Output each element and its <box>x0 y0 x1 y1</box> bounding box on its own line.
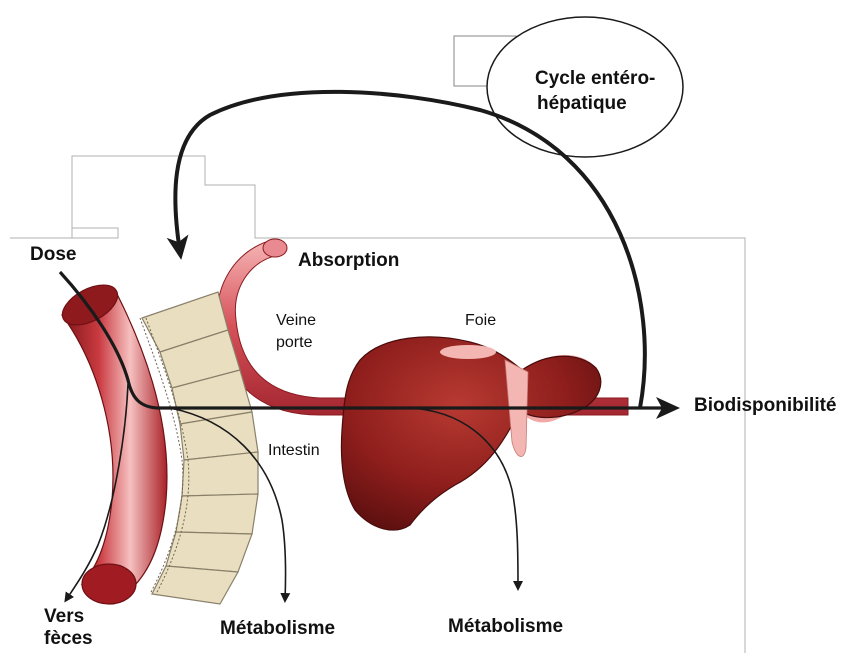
hepatic-metabolism-label: Métabolisme <box>448 616 563 638</box>
liver <box>341 337 600 530</box>
intestine-label: Intestin <box>268 442 320 460</box>
absorption-label: Absorption <box>298 250 399 272</box>
feces-label-line1: Vers <box>44 606 84 628</box>
feces-label-line2: fèces <box>44 628 93 650</box>
portal-vein-label-line1: Veine <box>276 312 316 330</box>
dose-label: Dose <box>30 244 76 266</box>
cycle-label-line1: Cycle entéro- <box>535 68 655 90</box>
cycle-label-line2: hépatique <box>537 93 627 115</box>
liver-label: Foie <box>465 312 496 330</box>
intestinal-metabolism-label: Métabolisme <box>220 618 335 640</box>
bioavailability-label: Biodisponibilité <box>694 395 837 417</box>
portal-vein-label-line2: porte <box>276 334 312 352</box>
